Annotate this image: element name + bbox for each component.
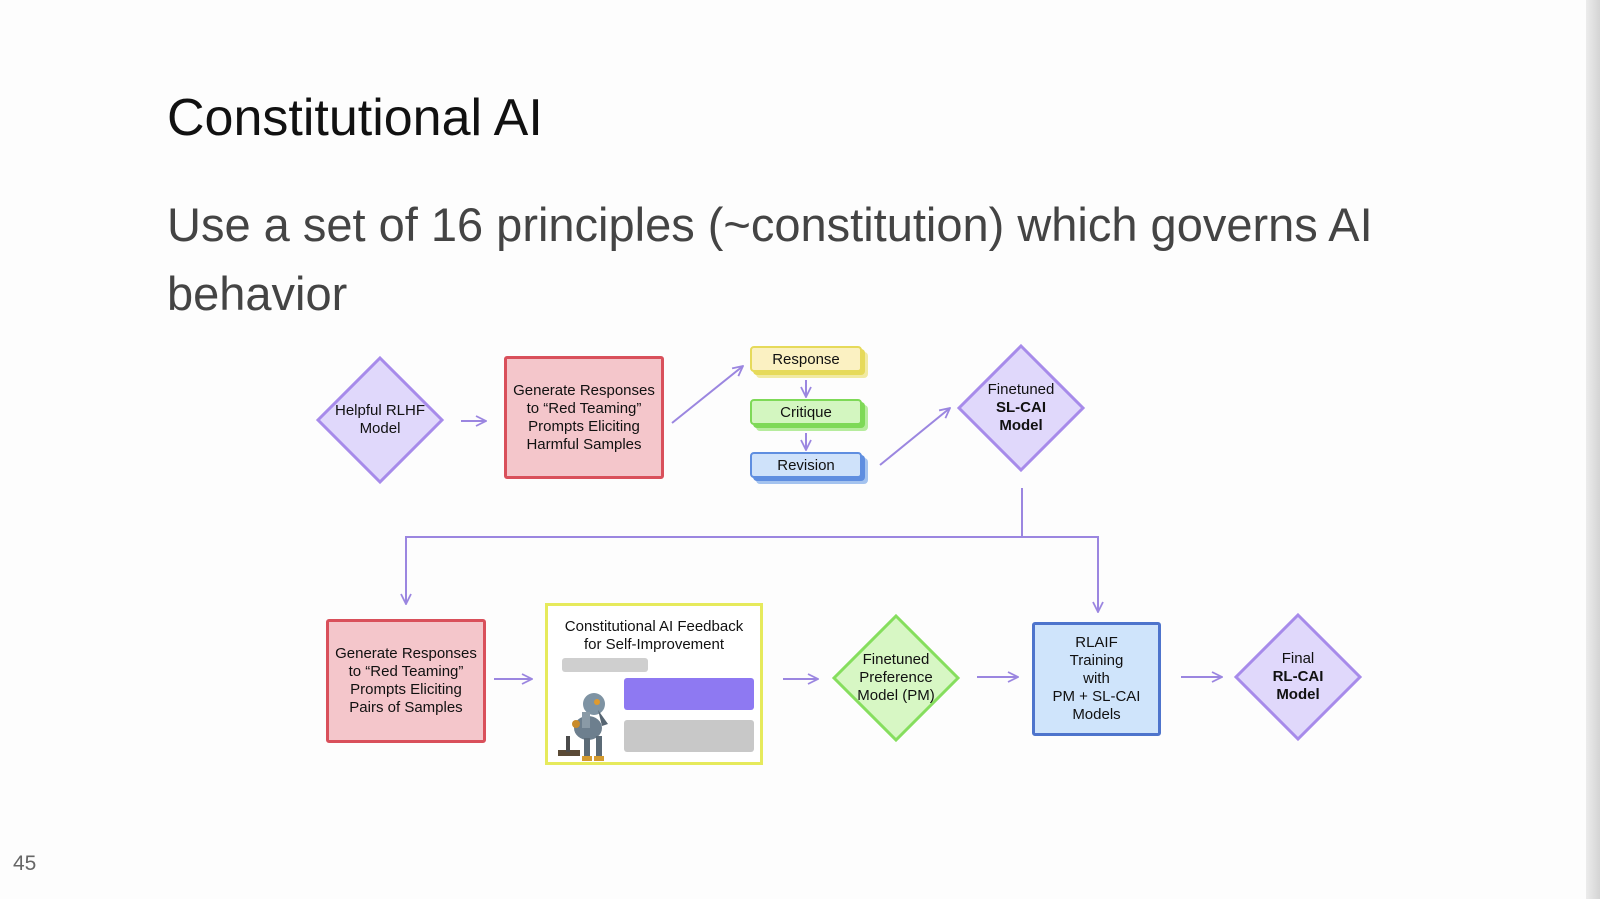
diamond-pm xyxy=(831,613,961,743)
slide-subtitle: Use a set of 16 principles (~constitutio… xyxy=(167,198,1373,320)
response-stack: Response xyxy=(750,346,862,372)
final-rl-cai-model: Final RL-CAI Model xyxy=(1272,650,1324,703)
diamond-helpful-rlhf xyxy=(315,355,445,485)
message-placeholder-short xyxy=(562,658,648,672)
feedback-title: Constitutional AI Feedback for Self-Impr… xyxy=(564,618,744,653)
revision-stack: Revision xyxy=(750,452,862,478)
arrow-revision-to-sl-cai xyxy=(879,408,950,466)
message-placeholder-gray xyxy=(624,720,754,752)
rlaif-training: RLAIF Training with PM + SL-CAI Models xyxy=(1032,622,1161,736)
diamond-sl-cai xyxy=(956,343,1086,473)
message-placeholder-highlight xyxy=(624,678,754,710)
finetuned-preference-model: Finetuned Preference Model (PM) xyxy=(857,651,935,704)
connector-sl-cai-branch xyxy=(406,488,1023,604)
slide-number: 45 xyxy=(13,852,37,875)
window-edge xyxy=(1586,0,1600,899)
critique-stack: Critique xyxy=(750,399,862,425)
slide-title: Constitutional AI xyxy=(167,89,543,147)
generate-responses-pairs: Generate Responses to “Red Teaming” Prom… xyxy=(326,619,486,743)
thinking-robot-icon xyxy=(558,693,608,761)
diamond-rl-cai xyxy=(1233,612,1363,742)
constitutional-ai-feedback-panel: Constitutional AI Feedback for Self-Impr… xyxy=(545,603,763,765)
arrow-generate-to-response xyxy=(671,366,743,424)
connector-sl-cai-to-rlaif xyxy=(1022,536,1098,612)
generate-responses-harmful: Generate Responses to “Red Teaming” Prom… xyxy=(504,356,664,479)
finetuned-sl-cai-model: Finetuned SL-CAI Model xyxy=(987,381,1055,434)
